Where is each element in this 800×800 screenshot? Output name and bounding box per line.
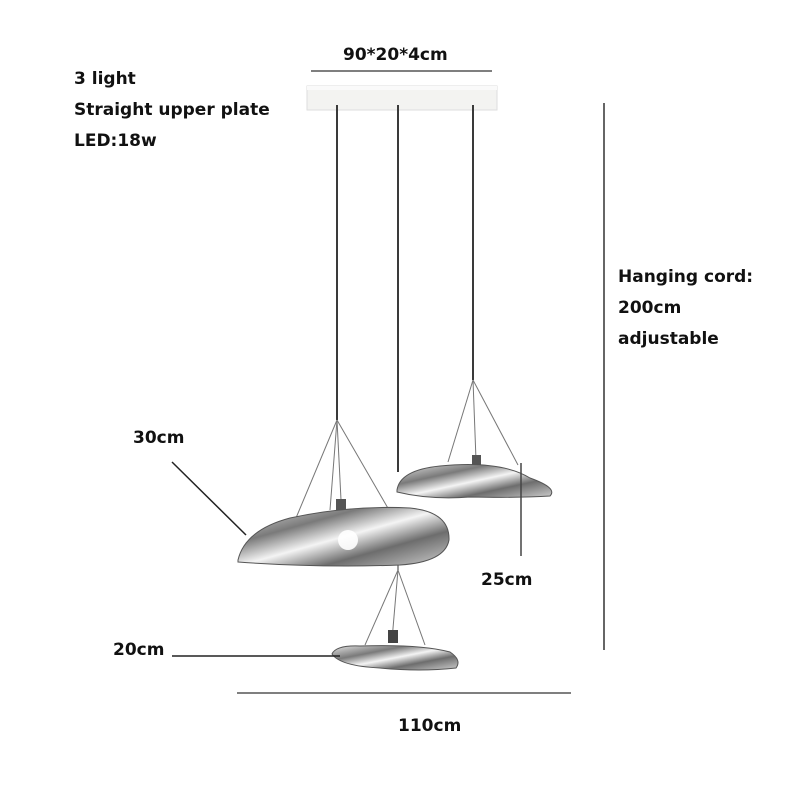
pendant-large — [237, 419, 450, 567]
cord-info: Hanging cord: 200cm adjustable — [618, 262, 753, 355]
pendant-small — [331, 569, 459, 671]
shade-small-label: 20cm — [113, 640, 165, 660]
spec-plate: Straight upper plate — [74, 100, 270, 120]
shade-large-label: 30cm — [133, 428, 185, 448]
cord-length: 200cm — [618, 298, 682, 318]
spec-lights: 3 light — [74, 69, 136, 89]
canopy-plate — [306, 85, 498, 111]
leader-30cm — [171, 461, 247, 536]
total-width-label: 110cm — [398, 716, 462, 736]
shade-medium-label: 25cm — [481, 570, 533, 590]
cord-title: Hanging cord: — [618, 267, 754, 287]
spec-list: 3 light Straight upper plate LED:18w — [74, 64, 270, 157]
pendant-medium — [396, 379, 553, 499]
cord-note: adjustable — [618, 329, 719, 349]
canopy-size-label: 90*20*4cm — [343, 45, 448, 65]
spec-power: LED:18w — [74, 131, 157, 151]
